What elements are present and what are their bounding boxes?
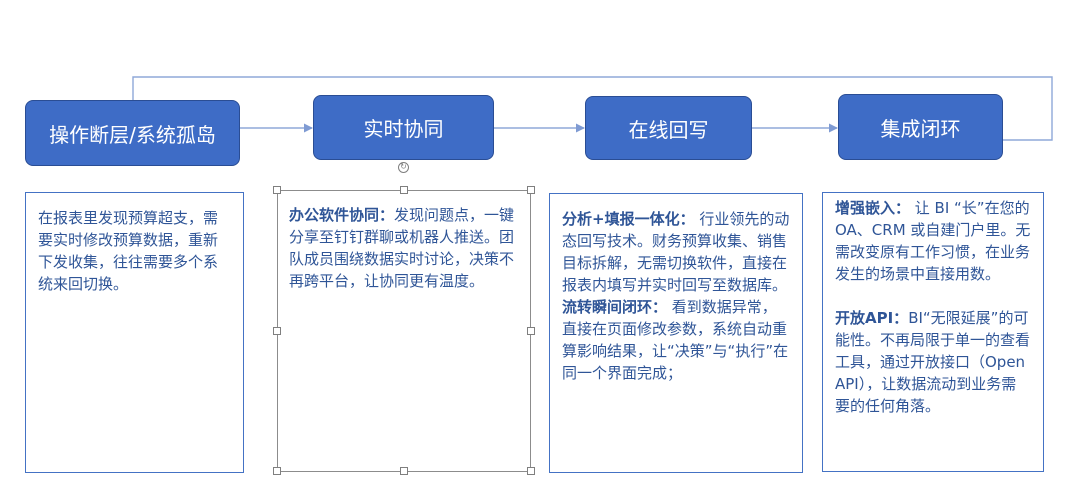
step-realtime-collab[interactable]: 实时协同	[313, 95, 494, 160]
resize-handle-right[interactable]	[527, 327, 535, 335]
resize-handle-bottom[interactable]	[400, 467, 408, 475]
desc-paragraph-strong: 开放API：	[835, 309, 909, 327]
desc-paragraph-strong: 增强嵌入：	[835, 199, 911, 217]
desc-paragraph-strong: 分析+填报一体化：	[562, 210, 695, 228]
desc-realtime-collab[interactable]: 办公软件协同：发现问题点，一键分享至钉钉群聊或机器人推送。团队成员围绕数据实时讨…	[277, 190, 531, 472]
desc-paragraph-strong: 办公软件协同：	[289, 206, 395, 224]
resize-handle-top-right[interactable]	[527, 186, 535, 194]
resize-handle-top[interactable]	[400, 186, 408, 194]
desc-paragraph-text: 看到数据异常，直接在页面修改参数，系统自动重算影响结果，让“决策”与“执行”在同…	[562, 298, 789, 382]
step-operation-gap[interactable]: 操作断层/系统孤岛	[25, 100, 240, 166]
desc-paragraph: 流转瞬间闭环： 看到数据异常，直接在页面修改参数，系统自动重算影响结果，让“决策…	[562, 296, 790, 384]
desc-online-writeback[interactable]: 分析+填报一体化： 行业领先的动态回写技术。财务预算收集、销售目标拆解，无需切换…	[549, 193, 803, 473]
step-label: 实时协同	[363, 117, 444, 141]
desc-paragraph: 分析+填报一体化： 行业领先的动态回写技术。财务预算收集、销售目标拆解，无需切换…	[562, 208, 790, 296]
desc-operation-gap[interactable]: 在报表里发现预算超支，需要实时修改预算数据，重新下发收集，往往需要多个系统来回切…	[25, 192, 244, 473]
step-label: 操作断层/系统孤岛	[49, 122, 216, 147]
desc-paragraph-text: 让 BI “长”在您的 OA、CRM 或自建门户里。无需改变原有工作习惯，在业务…	[835, 199, 1031, 283]
resize-handle-left[interactable]	[273, 327, 281, 335]
desc-paragraph: 增强嵌入： 让 BI “长”在您的 OA、CRM 或自建门户里。无需改变原有工作…	[835, 197, 1031, 285]
desc-paragraph: 在报表里发现预算超支，需要实时修改预算数据，重新下发收集，往往需要多个系统来回切…	[38, 207, 231, 295]
feedback-loop-connector	[132, 76, 1053, 141]
desc-paragraph-text: 在报表里发现预算超支，需要实时修改预算数据，重新下发收集，往往需要多个系统来回切…	[38, 209, 219, 293]
resize-handle-bottom-right[interactable]	[527, 467, 535, 475]
desc-paragraph: 办公软件协同：发现问题点，一键分享至钉钉群聊或机器人推送。团队成员围绕数据实时讨…	[289, 204, 519, 292]
desc-paragraph-text: BI“无限延展”的可能性。不再局限于单一的查看工具，通过开放接口（Open AP…	[835, 309, 1031, 415]
resize-handle-bottom-left[interactable]	[273, 467, 281, 475]
step-integration-loop[interactable]: 集成闭环	[838, 94, 1003, 160]
step-label: 集成闭环	[880, 116, 961, 141]
desc-paragraph-text: 行业领先的动态回写技术。财务预算收集、销售目标拆解，无需切换软件，直接在报表内填…	[562, 210, 790, 294]
rotate-handle-icon[interactable]: ↻	[398, 162, 409, 173]
step-label: 在线回写	[628, 117, 709, 142]
desc-integration-loop[interactable]: 增强嵌入： 让 BI “长”在您的 OA、CRM 或自建门户里。无需改变原有工作…	[822, 192, 1044, 472]
desc-paragraph: 开放API：BI“无限延展”的可能性。不再局限于单一的查看工具，通过开放接口（O…	[835, 307, 1031, 417]
desc-paragraph-text: 发现问题点，一键分享至钉钉群聊或机器人推送。团队成员围绕数据实时讨论，决策不再跨…	[289, 206, 515, 290]
step-online-writeback[interactable]: 在线回写	[585, 96, 752, 160]
resize-handle-top-left[interactable]	[273, 186, 281, 194]
desc-paragraph-strong: 流转瞬间闭环：	[562, 298, 668, 316]
